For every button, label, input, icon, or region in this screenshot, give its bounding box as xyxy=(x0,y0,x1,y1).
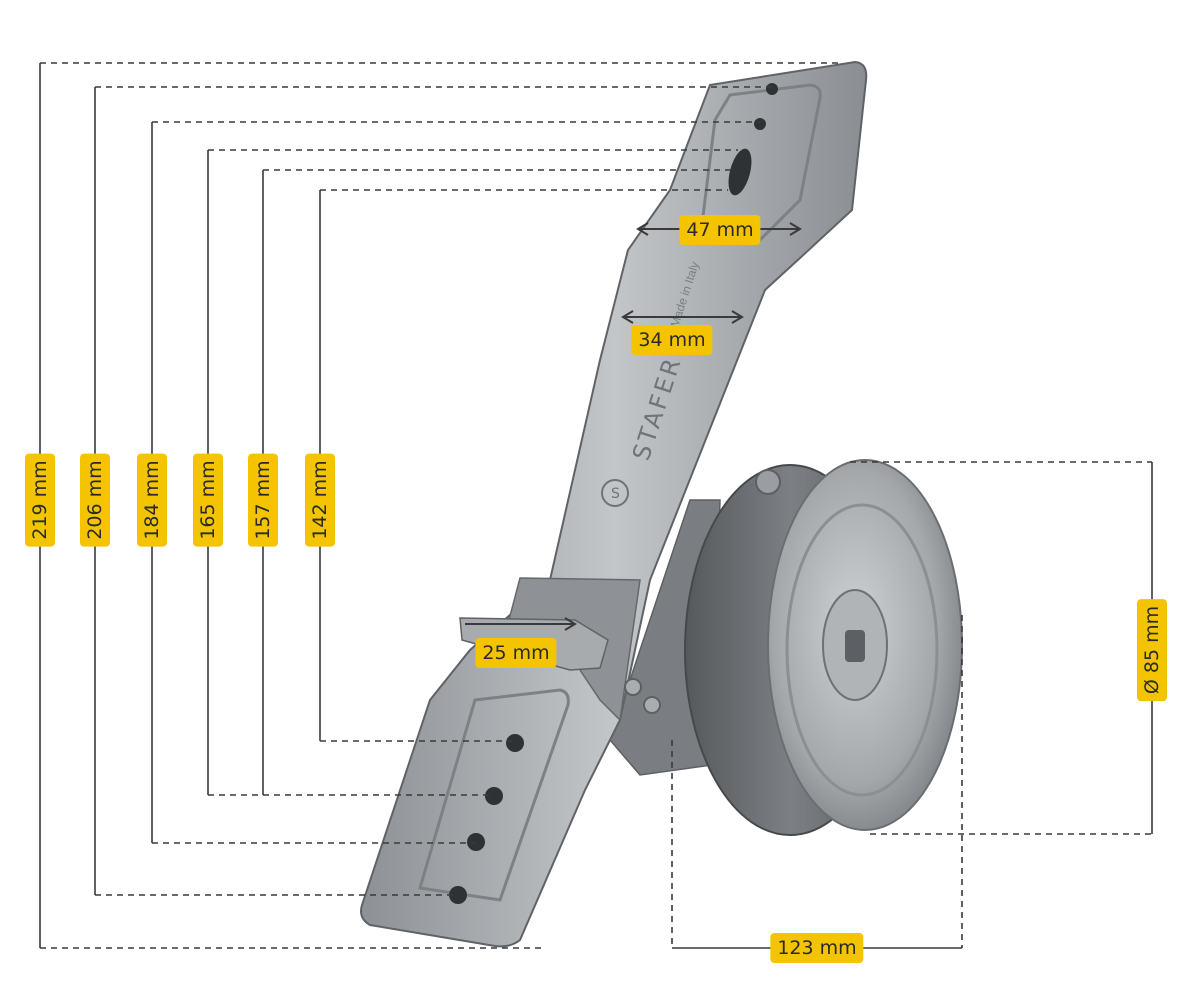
label-142: 142 mm xyxy=(305,453,335,547)
label-219: 219 mm xyxy=(25,453,55,547)
hole-icon xyxy=(766,83,778,95)
pulley-axle-slot xyxy=(845,630,865,662)
label-123: 123 mm xyxy=(770,933,864,963)
label-206: 206 mm xyxy=(80,453,110,547)
dim-line-34 xyxy=(621,310,744,324)
rivet-icon xyxy=(643,696,661,714)
label-85: Ø 85 mm xyxy=(1137,598,1167,702)
dim-line-25 xyxy=(465,617,577,631)
label-184: 184 mm xyxy=(137,453,167,547)
label-157: 157 mm xyxy=(248,453,278,547)
svg-text:S: S xyxy=(611,486,620,502)
label-25: 25 mm xyxy=(475,638,557,668)
pulley xyxy=(684,459,963,836)
hole-icon xyxy=(449,886,467,904)
label-165: 165 mm xyxy=(193,453,223,547)
hole-icon xyxy=(754,118,766,130)
pulley-screw-icon xyxy=(755,469,781,495)
rivet-icon xyxy=(624,678,642,696)
winder-arm: S STAFER Made in Italy xyxy=(360,60,868,948)
label-34: 34 mm xyxy=(631,325,713,355)
hole-icon xyxy=(506,734,524,752)
label-47: 47 mm xyxy=(679,215,761,245)
hole-icon xyxy=(467,833,485,851)
slot-icon xyxy=(728,148,752,196)
hole-icon xyxy=(485,787,503,805)
stafer-logo-icon xyxy=(601,479,629,507)
